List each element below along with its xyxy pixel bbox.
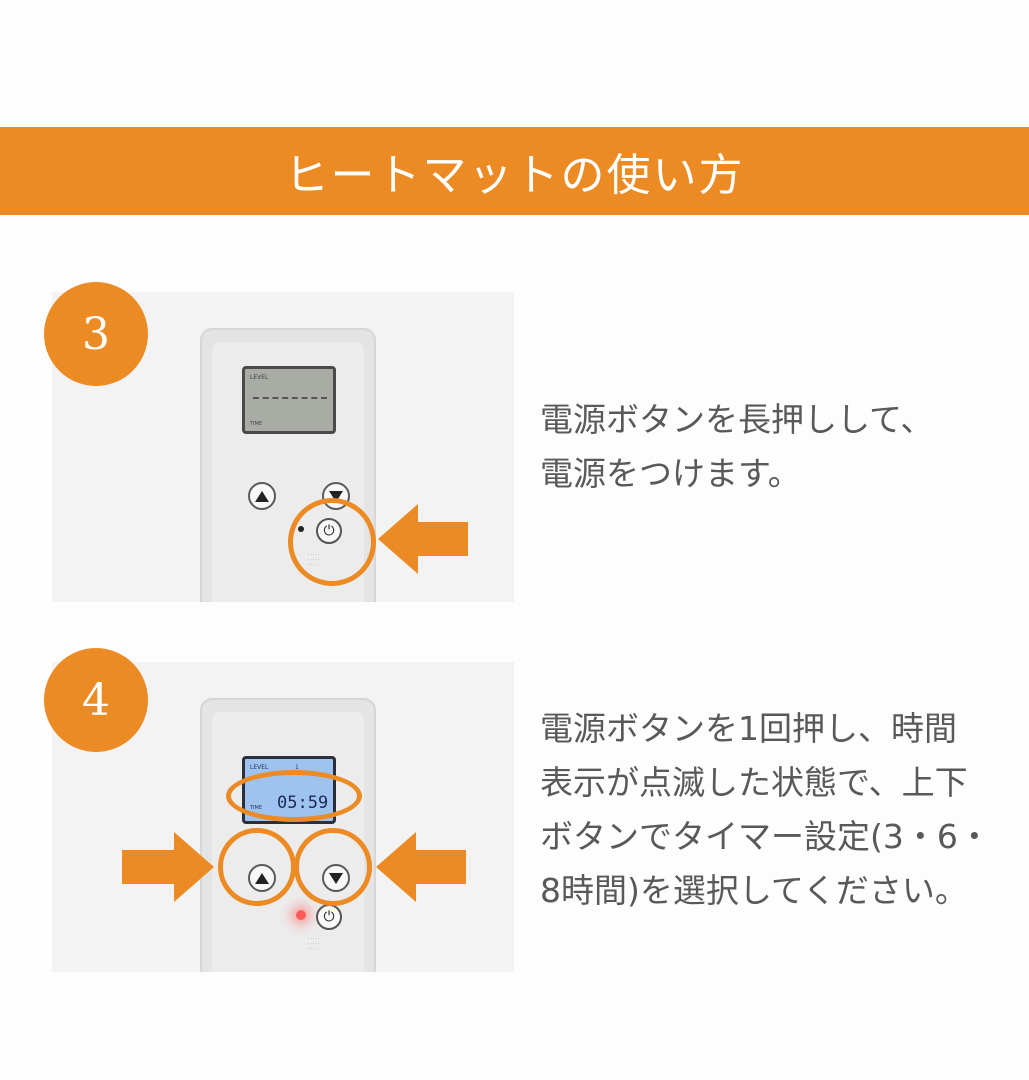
- remote-control: LEVEL 1 TIME 05:59 ⏻ · · · · · ·· · · · …: [200, 698, 376, 972]
- power-led: [296, 910, 306, 920]
- lcd-level-label: LEVEL: [250, 764, 269, 771]
- power-icon: ⏻: [323, 909, 335, 925]
- step-4: LEVEL 1 TIME 05:59 ⏻ · · · · · ·· · · · …: [0, 648, 1029, 980]
- step-number-badge: 4: [44, 648, 148, 752]
- section-banner: ヒートマットの使い方: [0, 127, 1029, 215]
- pointer-arrow-icon: [376, 832, 466, 902]
- remote-photo: LEVEL TIME ⏻ · · · · · ·· · · · ·· · · ·: [52, 292, 514, 602]
- step-description: 電源ボタンを長押しして、 電源をつけます。: [540, 400, 934, 493]
- highlight-ring-power: [288, 498, 376, 586]
- pointer-arrow-icon: [378, 504, 468, 574]
- highlight-ring-time: [226, 770, 362, 822]
- up-button[interactable]: [248, 482, 276, 510]
- arrow-up-icon: [255, 490, 269, 502]
- step-3: LEVEL TIME ⏻ · · · · · ·· · · · ·· · · ·: [0, 282, 1029, 610]
- banner-title: ヒートマットの使い方: [284, 150, 745, 201]
- step-description: 電源ボタンを1回押し、時間 表示が点滅した状態で、上下 ボタンでタイマー設定(3…: [540, 709, 991, 910]
- lcd-level-label: LEVEL: [250, 374, 269, 381]
- lcd-display: LEVEL TIME: [242, 366, 336, 434]
- lcd-level-value: 1: [295, 764, 299, 771]
- arrow-down-icon: [329, 490, 343, 502]
- pointer-arrow-icon: [122, 832, 214, 902]
- step-number-badge: 3: [44, 282, 148, 386]
- highlight-ring-down: [294, 828, 372, 906]
- lcd-time-label: TIME: [250, 421, 263, 427]
- highlight-ring-up: [218, 828, 296, 906]
- power-button[interactable]: ⏻: [316, 904, 342, 930]
